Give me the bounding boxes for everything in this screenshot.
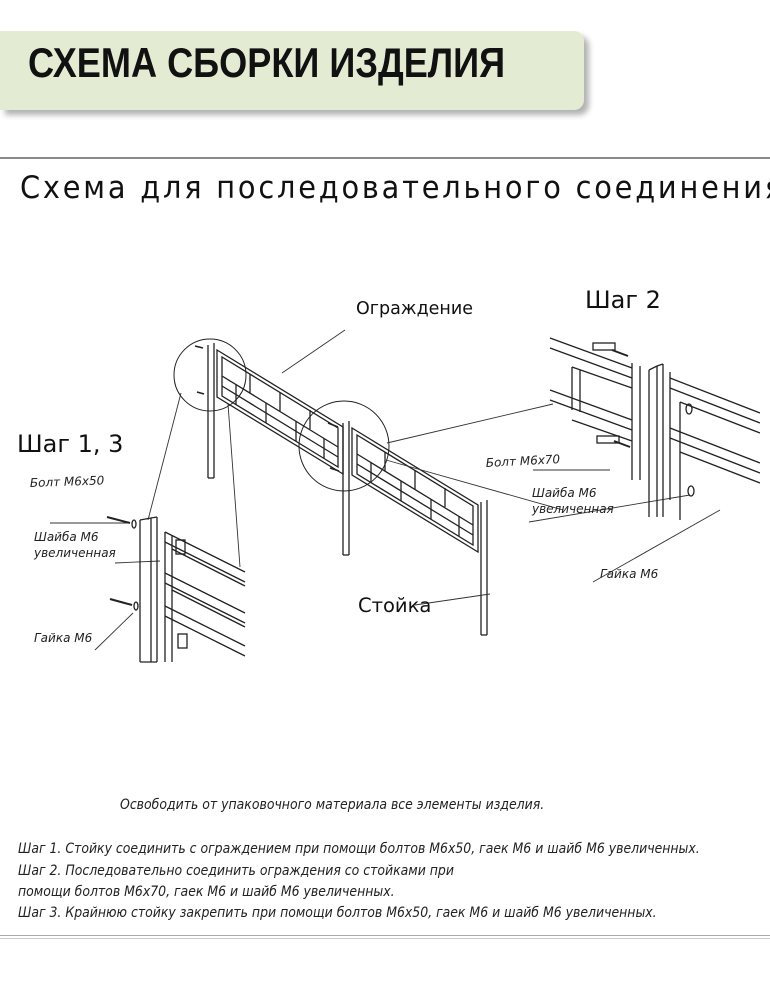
label-washer-right-2: увеличенная [531, 502, 614, 516]
label-post: Стойка [358, 594, 431, 617]
fence-panel-2 [351, 426, 479, 554]
instructions-intro: Освободить от упаковочного материала все… [120, 797, 545, 813]
label-washer-left-2: увеличенная [33, 546, 116, 560]
main-fence-assembly [173, 338, 488, 636]
label-step13: Шаг 1, 3 [17, 430, 123, 458]
post-middle [342, 421, 350, 556]
label-fence: Ограждение [356, 299, 473, 319]
label-bolt-m6x70: Болт М6х70 [485, 452, 560, 470]
label-bolt-m6x50: Болт М6х50 [30, 473, 105, 490]
frame-bottom-line [0, 935, 770, 936]
detail-left [106, 516, 246, 663]
label-washer-right-1: Шайба М6 [532, 486, 597, 500]
scheme-title: Схема для последовательного соединения [20, 170, 770, 206]
leader-lines [50, 329, 721, 651]
detail-circle-left [173, 338, 247, 412]
instruction-line-4: Шаг 3. Крайнюю стойку закрепить при помо… [18, 905, 657, 921]
detail-circle-middle [298, 400, 390, 492]
instruction-line-2: Шаг 2. Последовательно соединить огражде… [18, 863, 454, 879]
fence-panel-1 [216, 348, 344, 476]
detail-right [549, 337, 760, 520]
label-washer-left-1: Шайба М6 [34, 530, 99, 544]
label-nut-right: Гайка М6 [600, 567, 659, 581]
label-step2: Шаг 2 [585, 286, 661, 314]
post-right [480, 500, 488, 636]
frame-top-line [0, 157, 770, 159]
main-bolts [194, 345, 340, 472]
title-banner [0, 31, 584, 110]
label-nut-left: Гайка М6 [34, 631, 93, 645]
frame-bottom-line-2 [0, 938, 770, 939]
page-title: СХЕМА СБОРКИ ИЗДЕЛИЯ [28, 39, 506, 86]
instruction-line-3: помощи болтов М6х70, гаек М6 и шайб М6 у… [18, 884, 395, 900]
instruction-line-1: Шаг 1. Стойку соединить с ограждением пр… [18, 841, 700, 857]
